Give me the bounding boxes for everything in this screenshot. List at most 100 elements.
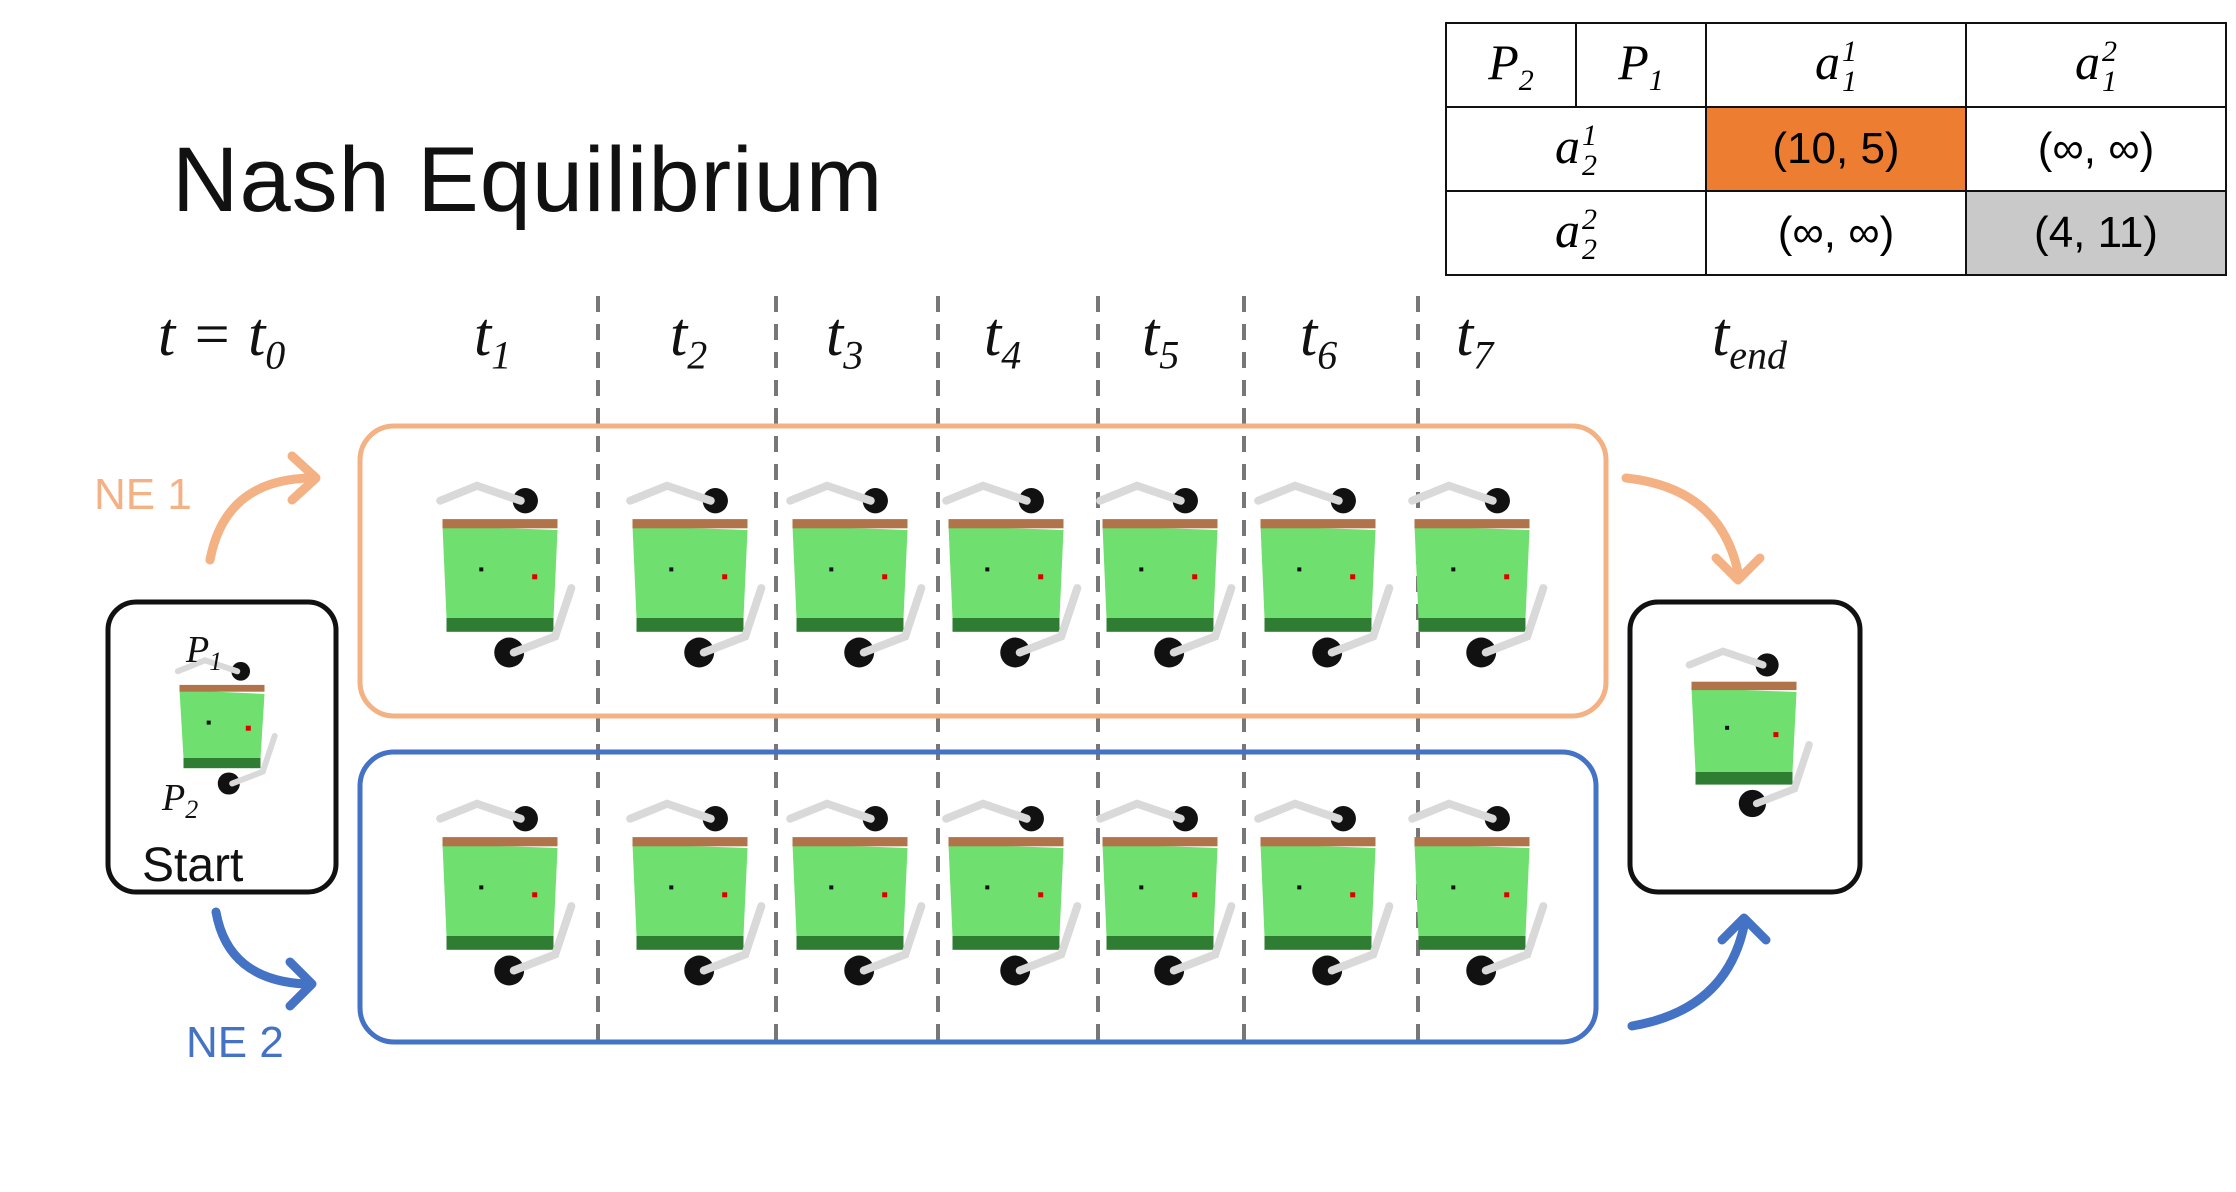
table-edge-near bbox=[636, 936, 744, 950]
marker-red bbox=[1350, 574, 1356, 580]
robot-p2-base bbox=[1154, 637, 1185, 668]
corner-p2: P2 bbox=[1445, 22, 1577, 108]
end-box bbox=[1627, 599, 1863, 895]
time-label-t0: t = t0 bbox=[158, 301, 286, 378]
robot-p2-arm bbox=[1015, 902, 1082, 975]
ne1-frame-t5 bbox=[1096, 481, 1236, 668]
robot-p1-base bbox=[1172, 806, 1198, 832]
ne1-arrow-in bbox=[205, 451, 321, 565]
table-edge-near bbox=[1264, 618, 1372, 632]
table-surface bbox=[442, 844, 558, 936]
marker-red bbox=[1504, 892, 1510, 898]
table-edge-near bbox=[1264, 936, 1372, 950]
table-edge-near bbox=[183, 758, 261, 769]
robot-p1-arm bbox=[1254, 799, 1343, 823]
ne2-frame-t2 bbox=[626, 799, 766, 986]
robot-p2-arm bbox=[1169, 902, 1236, 975]
table-edge-far bbox=[632, 837, 748, 847]
ne2-frame-t6 bbox=[1254, 799, 1394, 986]
robot-p2-base bbox=[1154, 955, 1185, 986]
frames bbox=[174, 481, 1813, 986]
table-edge-far bbox=[442, 519, 558, 529]
table-edge-near bbox=[446, 936, 554, 950]
robot-p2-base bbox=[1000, 955, 1031, 986]
table-edge-far bbox=[1414, 519, 1530, 529]
robot-p1-base bbox=[231, 661, 251, 681]
marker-black bbox=[829, 567, 834, 572]
time-label-t1: t1 bbox=[474, 301, 512, 378]
robot-p1-base bbox=[1330, 488, 1356, 514]
robot-p2-arm bbox=[1169, 584, 1236, 657]
robot-p1-arm bbox=[436, 799, 525, 823]
table-edge-far bbox=[948, 519, 1064, 529]
robot-p2-base bbox=[844, 955, 875, 986]
robot-p1-arm bbox=[942, 799, 1031, 823]
robot-p2-base bbox=[1466, 637, 1497, 668]
table-edge-near bbox=[952, 618, 1060, 632]
table-edge-near bbox=[1695, 772, 1793, 785]
table-edge-far bbox=[1260, 837, 1376, 847]
robot-p1-base bbox=[1018, 488, 1044, 514]
robot-p1-arm bbox=[1685, 647, 1767, 669]
robot-p2-base bbox=[684, 637, 715, 668]
table-edge-near bbox=[1106, 936, 1214, 950]
robot-p1-base bbox=[862, 488, 888, 514]
ne1-arrow-out bbox=[1621, 473, 1765, 585]
marker-black bbox=[1451, 885, 1456, 890]
table-edge-far bbox=[1260, 519, 1376, 529]
robot-p1-arm bbox=[942, 481, 1031, 505]
table-surface bbox=[1691, 688, 1797, 772]
time-label-t4: t4 bbox=[984, 301, 1022, 378]
robot-p1-arm bbox=[1408, 481, 1497, 505]
table-surface bbox=[1414, 844, 1530, 936]
robot-p1-base bbox=[1330, 806, 1356, 832]
marker-red bbox=[532, 574, 538, 580]
robot-p1-arm bbox=[1254, 481, 1343, 505]
ne2-frame-t7 bbox=[1408, 799, 1548, 986]
marker-black bbox=[829, 885, 834, 890]
table-edge-near bbox=[796, 936, 904, 950]
robot-p2-base bbox=[494, 955, 525, 986]
robot-p2-base bbox=[1466, 955, 1497, 986]
ne1-frame-t3 bbox=[786, 481, 926, 668]
time-label-t7: t7 bbox=[1456, 301, 1494, 378]
start-p1-label: P1 bbox=[185, 629, 222, 676]
robot-p1-arm bbox=[786, 799, 875, 823]
robot-p1-arm bbox=[1408, 799, 1497, 823]
marker-red bbox=[722, 892, 728, 898]
marker-black bbox=[206, 720, 211, 725]
marker-black bbox=[1139, 885, 1144, 890]
cell-ne1: (10, 5) bbox=[1705, 106, 1967, 192]
start-box bbox=[105, 599, 339, 895]
marker-black bbox=[985, 567, 990, 572]
table-edge-far bbox=[1102, 837, 1218, 847]
table-edge-far bbox=[948, 837, 1064, 847]
start-frame bbox=[174, 657, 278, 795]
marker-black bbox=[669, 885, 674, 890]
robot-p2-arm bbox=[509, 584, 576, 657]
end-frame bbox=[1685, 647, 1813, 818]
robot-p2-arm bbox=[1481, 902, 1548, 975]
marker-red bbox=[1350, 892, 1356, 898]
robot-p2-base bbox=[1000, 637, 1031, 668]
ne1-label: NE 1 bbox=[94, 470, 192, 519]
table-surface bbox=[632, 526, 748, 618]
table-edge-near bbox=[636, 618, 744, 632]
marker-black bbox=[985, 885, 990, 890]
table-edge-far bbox=[1691, 681, 1797, 691]
table-edge-near bbox=[796, 618, 904, 632]
ne1-frame-t4 bbox=[942, 481, 1082, 668]
time-label-t6: t6 bbox=[1300, 301, 1338, 378]
robot-p2-arm bbox=[1015, 584, 1082, 657]
robot-p1-arm bbox=[626, 481, 715, 505]
marker-red bbox=[722, 574, 728, 580]
robot-p2-base bbox=[1312, 637, 1343, 668]
robot-p2-arm bbox=[1327, 902, 1394, 975]
table-surface bbox=[1260, 526, 1376, 618]
ne2-frame-t5 bbox=[1096, 799, 1236, 986]
